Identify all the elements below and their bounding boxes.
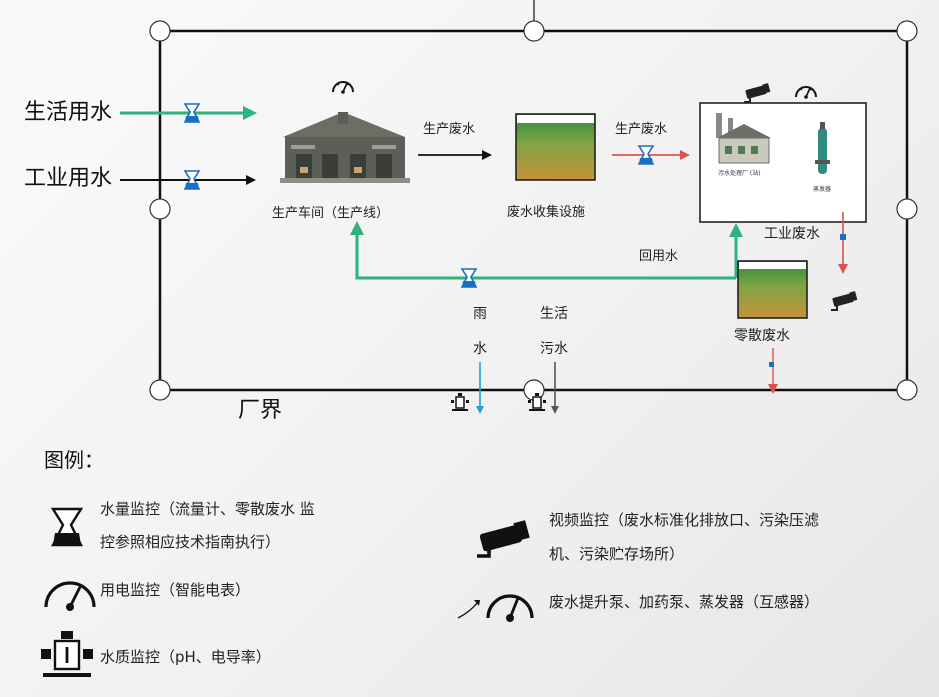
handle-bottom-right bbox=[896, 379, 918, 401]
handle-top-left bbox=[149, 20, 171, 42]
legend-water-volume-line2: 控参照相应技术指南执行） bbox=[100, 533, 281, 551]
handle-middle-right bbox=[896, 198, 918, 220]
scattered-wastewater-tank bbox=[737, 260, 808, 319]
rain-label-1: 雨 bbox=[473, 306, 487, 322]
sewage-label-2: 污水 bbox=[540, 341, 568, 357]
legend-pump-gauge-icon bbox=[457, 594, 534, 622]
handle-top-right bbox=[896, 20, 918, 42]
legend-camera-icon bbox=[477, 520, 530, 558]
gauge-icon bbox=[332, 81, 354, 95]
evaporator-small-label: 蒸发器 bbox=[813, 186, 832, 193]
legend-quality-meter-icon bbox=[41, 631, 93, 677]
treatment-plant-small-label: 污水处理厂 (站) bbox=[718, 170, 761, 177]
legend-pump: 废水提升泵、加药泵、蒸发器（互感器） bbox=[549, 593, 820, 611]
camera-icon bbox=[830, 290, 859, 311]
legend-video-line1: 视频监控（废水标准化排放口、污染压滤 bbox=[549, 511, 820, 529]
legend-power-meter-icon bbox=[44, 581, 96, 611]
workshop-label: 生产车间（生产线） bbox=[272, 206, 390, 221]
camera-icon bbox=[743, 82, 772, 103]
legend-power: 用电监控（智能电表） bbox=[100, 581, 251, 599]
quality-monitor-icon bbox=[450, 392, 470, 411]
handle-bottom-left bbox=[149, 379, 171, 401]
handle-top-center bbox=[523, 20, 545, 42]
sewage-label-1: 生活 bbox=[540, 306, 568, 322]
reuse-water-label: 回用水 bbox=[639, 249, 679, 264]
industrial-water-label: 工业用水 bbox=[24, 166, 113, 191]
reuse-water-arrow bbox=[350, 221, 736, 280]
treatment-plant-icon bbox=[716, 113, 771, 164]
evaporator-icon bbox=[815, 122, 830, 174]
legend-quality: 水质监控（pH、电导率） bbox=[100, 648, 271, 666]
legend-title: 图例： bbox=[44, 448, 104, 472]
collection-tank bbox=[515, 113, 596, 181]
gauge-icon bbox=[795, 86, 817, 100]
collection-label: 废水收集设施 bbox=[507, 205, 586, 220]
workshop-building-icon bbox=[280, 81, 410, 183]
prod-wastewater-label-2: 生产废水 bbox=[615, 122, 668, 137]
legend-video-line2: 机、污染贮存场所） bbox=[549, 545, 685, 563]
domestic-water-label: 生活用水 bbox=[24, 100, 113, 125]
prod-wastewater-label-1: 生产废水 bbox=[423, 122, 476, 137]
boundary-label: 厂界 bbox=[238, 398, 283, 423]
scattered-wastewater-label: 零散废水 bbox=[734, 328, 790, 344]
handle-middle-left bbox=[149, 198, 171, 220]
industrial-wastewater-label: 工业废水 bbox=[764, 226, 820, 242]
legend-water-volume-line1: 水量监控（流量计、零散废水 监 bbox=[100, 500, 315, 518]
legend-flowmeter-icon bbox=[50, 507, 84, 547]
rain-label-2: 水 bbox=[473, 341, 487, 357]
